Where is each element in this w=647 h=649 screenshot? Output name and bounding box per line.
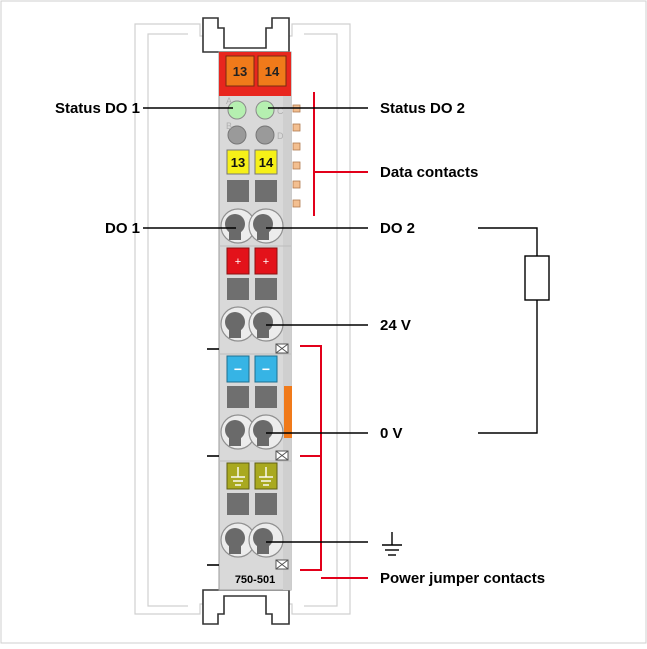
minus-symbol-right: − (262, 361, 270, 377)
jumper-contact-mark (275, 450, 289, 461)
header-marker-14 (257, 55, 287, 87)
plus-marker-left (226, 247, 250, 275)
label-0v: 0 V (380, 425, 403, 442)
jumper-contact-mark (275, 343, 289, 354)
status-led-do2 (255, 100, 275, 120)
plus-marker-right (254, 247, 278, 275)
label-do1: DO 1 (105, 220, 140, 237)
label-status-do1: Status DO 1 (55, 100, 140, 117)
release-slot (227, 180, 249, 202)
minus-symbol-left: − (234, 361, 242, 377)
top-latch (202, 17, 290, 53)
label-status-do2: Status DO 2 (380, 100, 465, 117)
channel-marker-13 (226, 149, 250, 175)
label-power-jumper-contacts: Power jumper contacts (380, 570, 545, 587)
clamp-ground-right (248, 522, 284, 558)
minus-marker-left (226, 355, 250, 383)
ground-glyph-right (259, 467, 273, 486)
release-slot (227, 493, 249, 515)
clamp-24v-right (248, 306, 284, 342)
led-letter-d: D (277, 131, 284, 141)
status-led-do1 (227, 100, 247, 120)
load-circuit (478, 227, 550, 434)
bottom-latch (202, 589, 290, 625)
release-slot (255, 180, 277, 202)
channel-marker-14-label: 14 (259, 155, 274, 170)
release-slot (227, 386, 249, 408)
header-marker-13-label: 13 (233, 64, 247, 79)
clamp-do2 (248, 208, 284, 244)
header-marker-14-label: 14 (265, 64, 280, 79)
plus-symbol-left: + (235, 256, 241, 268)
led-letter-c: C (277, 106, 284, 116)
data-contacts-bracket (313, 92, 368, 216)
unused-led-d (255, 125, 275, 145)
header-marker-13 (225, 55, 255, 87)
orange-side-latch (284, 386, 292, 438)
din-rail-outline (134, 23, 351, 615)
part-number: 750-501 (235, 574, 275, 586)
release-slot (255, 278, 277, 300)
rail-tick-marks (207, 348, 219, 566)
channel-marker-13-label: 13 (231, 155, 245, 170)
label-do2: DO 2 (380, 220, 415, 237)
release-slot (255, 386, 277, 408)
unused-led-b (227, 125, 247, 145)
power-jumper-bracket (300, 345, 368, 579)
label-data-contacts: Data contacts (380, 164, 478, 181)
leader-lines (143, 107, 368, 543)
channel-marker-14 (254, 149, 278, 175)
ground-symbol (382, 532, 402, 556)
plus-symbol-right: + (263, 256, 269, 268)
module-side-strip (283, 52, 291, 590)
led-letter-a: A (226, 96, 232, 106)
jumper-contact-mark (275, 559, 289, 570)
minus-marker-right (254, 355, 278, 383)
clamp-0v-right (248, 414, 284, 450)
release-slot (255, 493, 277, 515)
release-slot (227, 278, 249, 300)
label-24v: 24 V (380, 317, 411, 334)
ground-glyph-left (231, 467, 245, 486)
led-letter-b: B (226, 121, 232, 131)
